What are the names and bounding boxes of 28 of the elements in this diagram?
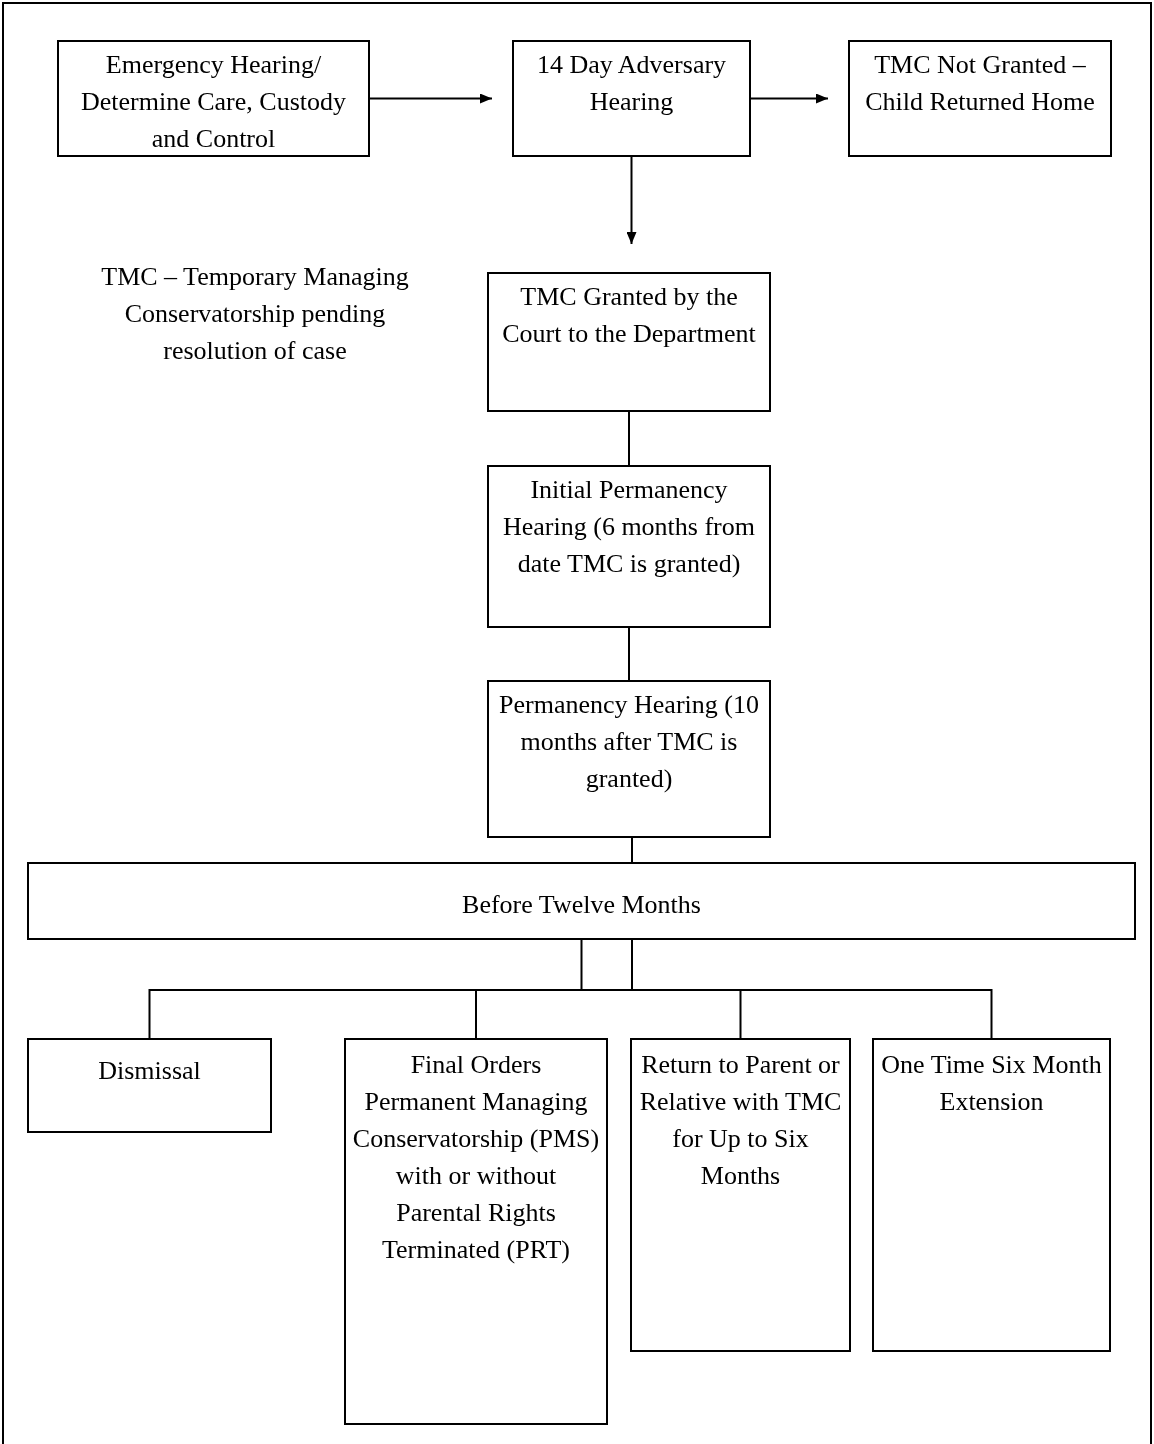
- box-text: Initial Permanency Hearing (6 months from date TMC is granted): [502, 474, 756, 580]
- box-text: Emergency Hearing/ Determine Care, Custody and Control: [80, 49, 347, 155]
- process-box: [57, 40, 370, 157]
- arrow: [750, 93, 829, 104]
- process-box: [630, 1038, 851, 1352]
- box-text: TMC Not Granted –Child Returned Home: [864, 49, 1096, 118]
- process-box: [344, 1038, 608, 1425]
- box-text: TMC Granted by the Court to the Department: [501, 281, 757, 350]
- box-text: Before Twelve Months: [461, 889, 702, 921]
- process-box: [487, 272, 771, 412]
- arrow: [626, 156, 637, 245]
- process-box: [27, 862, 1136, 940]
- connector-line: [628, 627, 630, 681]
- box-text: Permanency Hearing (10 months after TMC is granted): [498, 689, 760, 795]
- box-text: One Time Six Month Extension: [880, 1049, 1103, 1118]
- process-box: [487, 465, 771, 628]
- connector-line: [628, 411, 630, 466]
- note-text: TMC – Temporary Managing Conservatorship pending resolution of case: [100, 261, 410, 367]
- process-box: [487, 680, 771, 838]
- process-box: [512, 40, 751, 157]
- box-text: Return to Parent or Relative with TMC for Up to Six Months: [638, 1049, 843, 1192]
- box-text: Final Orders Permanent Managing Conservatorship (PMS) with or without Parental Rights Terminated (PRT): [351, 1049, 601, 1266]
- process-box: [872, 1038, 1111, 1352]
- process-box: [27, 1038, 272, 1133]
- box-text: Dismissal: [97, 1055, 202, 1087]
- box-text: 14 Day Adversary Hearing: [535, 49, 728, 118]
- arrow: [369, 93, 493, 104]
- process-box: [848, 40, 1112, 157]
